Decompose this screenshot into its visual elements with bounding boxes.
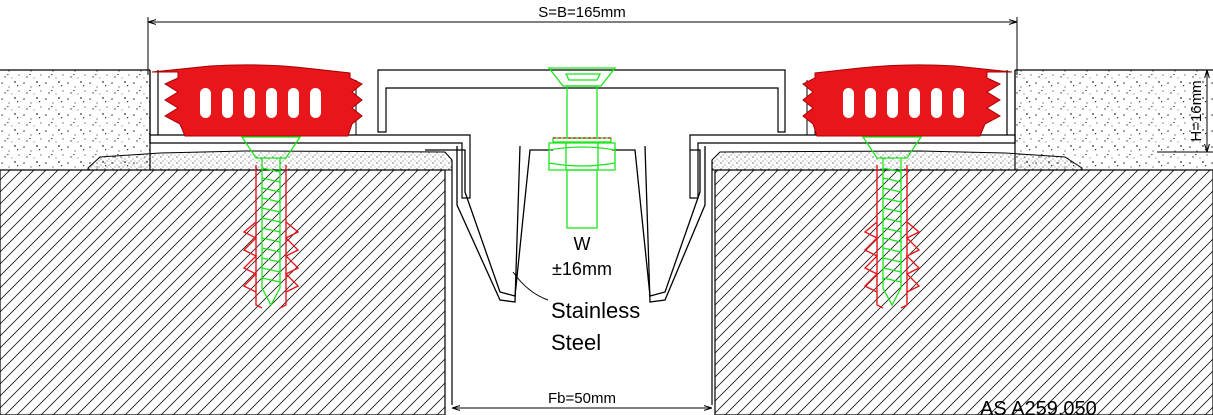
anchor-right — [863, 165, 921, 309]
rubber-insert-right — [802, 64, 1013, 137]
movement-label: W — [574, 234, 591, 254]
stainless-channel-outer — [425, 149, 701, 297]
bedding-mortar-left — [87, 150, 453, 171]
screw-right — [861, 136, 923, 307]
screed-right — [1015, 70, 1213, 170]
height-label: H=16mm — [1188, 80, 1205, 141]
rubber-insert-left — [151, 64, 363, 137]
height-dimension — [1157, 69, 1213, 153]
cover-plate — [377, 69, 786, 133]
stainless-channel-inner — [456, 145, 706, 303]
bedding-mortar-right — [711, 150, 1083, 171]
anchor-left — [242, 165, 300, 309]
material-leader — [512, 271, 549, 301]
screed-left — [0, 70, 150, 170]
overall-width-label: S=B=165mm — [538, 4, 626, 21]
center-bolt — [547, 67, 617, 229]
drawing-number: AS A259.050 — [980, 398, 1097, 415]
screw-left — [240, 136, 302, 307]
material-label-line2: Steel — [551, 330, 601, 355]
movement-value: ±16mm — [552, 259, 612, 279]
substrate-left — [0, 169, 446, 415]
gap-width-label: Fb=50mm — [548, 390, 616, 407]
overall-width-dimension — [147, 17, 1018, 75]
substrate-right — [714, 169, 1213, 415]
material-label-line1: Stainless — [551, 298, 640, 323]
